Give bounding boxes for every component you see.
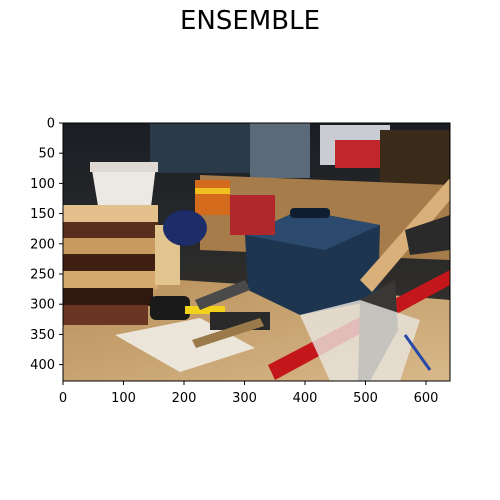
x-tick-label: 0 bbox=[59, 391, 67, 406]
y-tick-label: 150 bbox=[30, 207, 55, 222]
figure-title: ENSEMBLE bbox=[180, 6, 320, 36]
workbench-photo bbox=[63, 123, 450, 381]
x-tick-label: 200 bbox=[172, 391, 197, 406]
y-tick-label: 100 bbox=[30, 177, 55, 192]
y-tick-label: 200 bbox=[30, 237, 55, 252]
y-tick-label: 0 bbox=[47, 117, 55, 132]
y-tick-label: 300 bbox=[30, 298, 55, 313]
x-tick-label: 400 bbox=[293, 391, 318, 406]
y-tick-label: 350 bbox=[30, 328, 55, 343]
x-tick-label: 500 bbox=[353, 391, 378, 406]
y-tick-label: 50 bbox=[38, 147, 55, 162]
x-axis: 0 100 200 300 400 500 600 bbox=[59, 381, 439, 406]
y-axis: 0 50 100 150 200 250 300 350 400 bbox=[30, 117, 63, 373]
x-tick-label: 300 bbox=[232, 391, 257, 406]
y-tick-label: 250 bbox=[30, 268, 55, 283]
y-tick-label: 400 bbox=[30, 358, 55, 373]
axes-frame bbox=[62, 122, 451, 382]
x-tick-label: 100 bbox=[111, 391, 136, 406]
x-tick-label: 600 bbox=[414, 391, 439, 406]
